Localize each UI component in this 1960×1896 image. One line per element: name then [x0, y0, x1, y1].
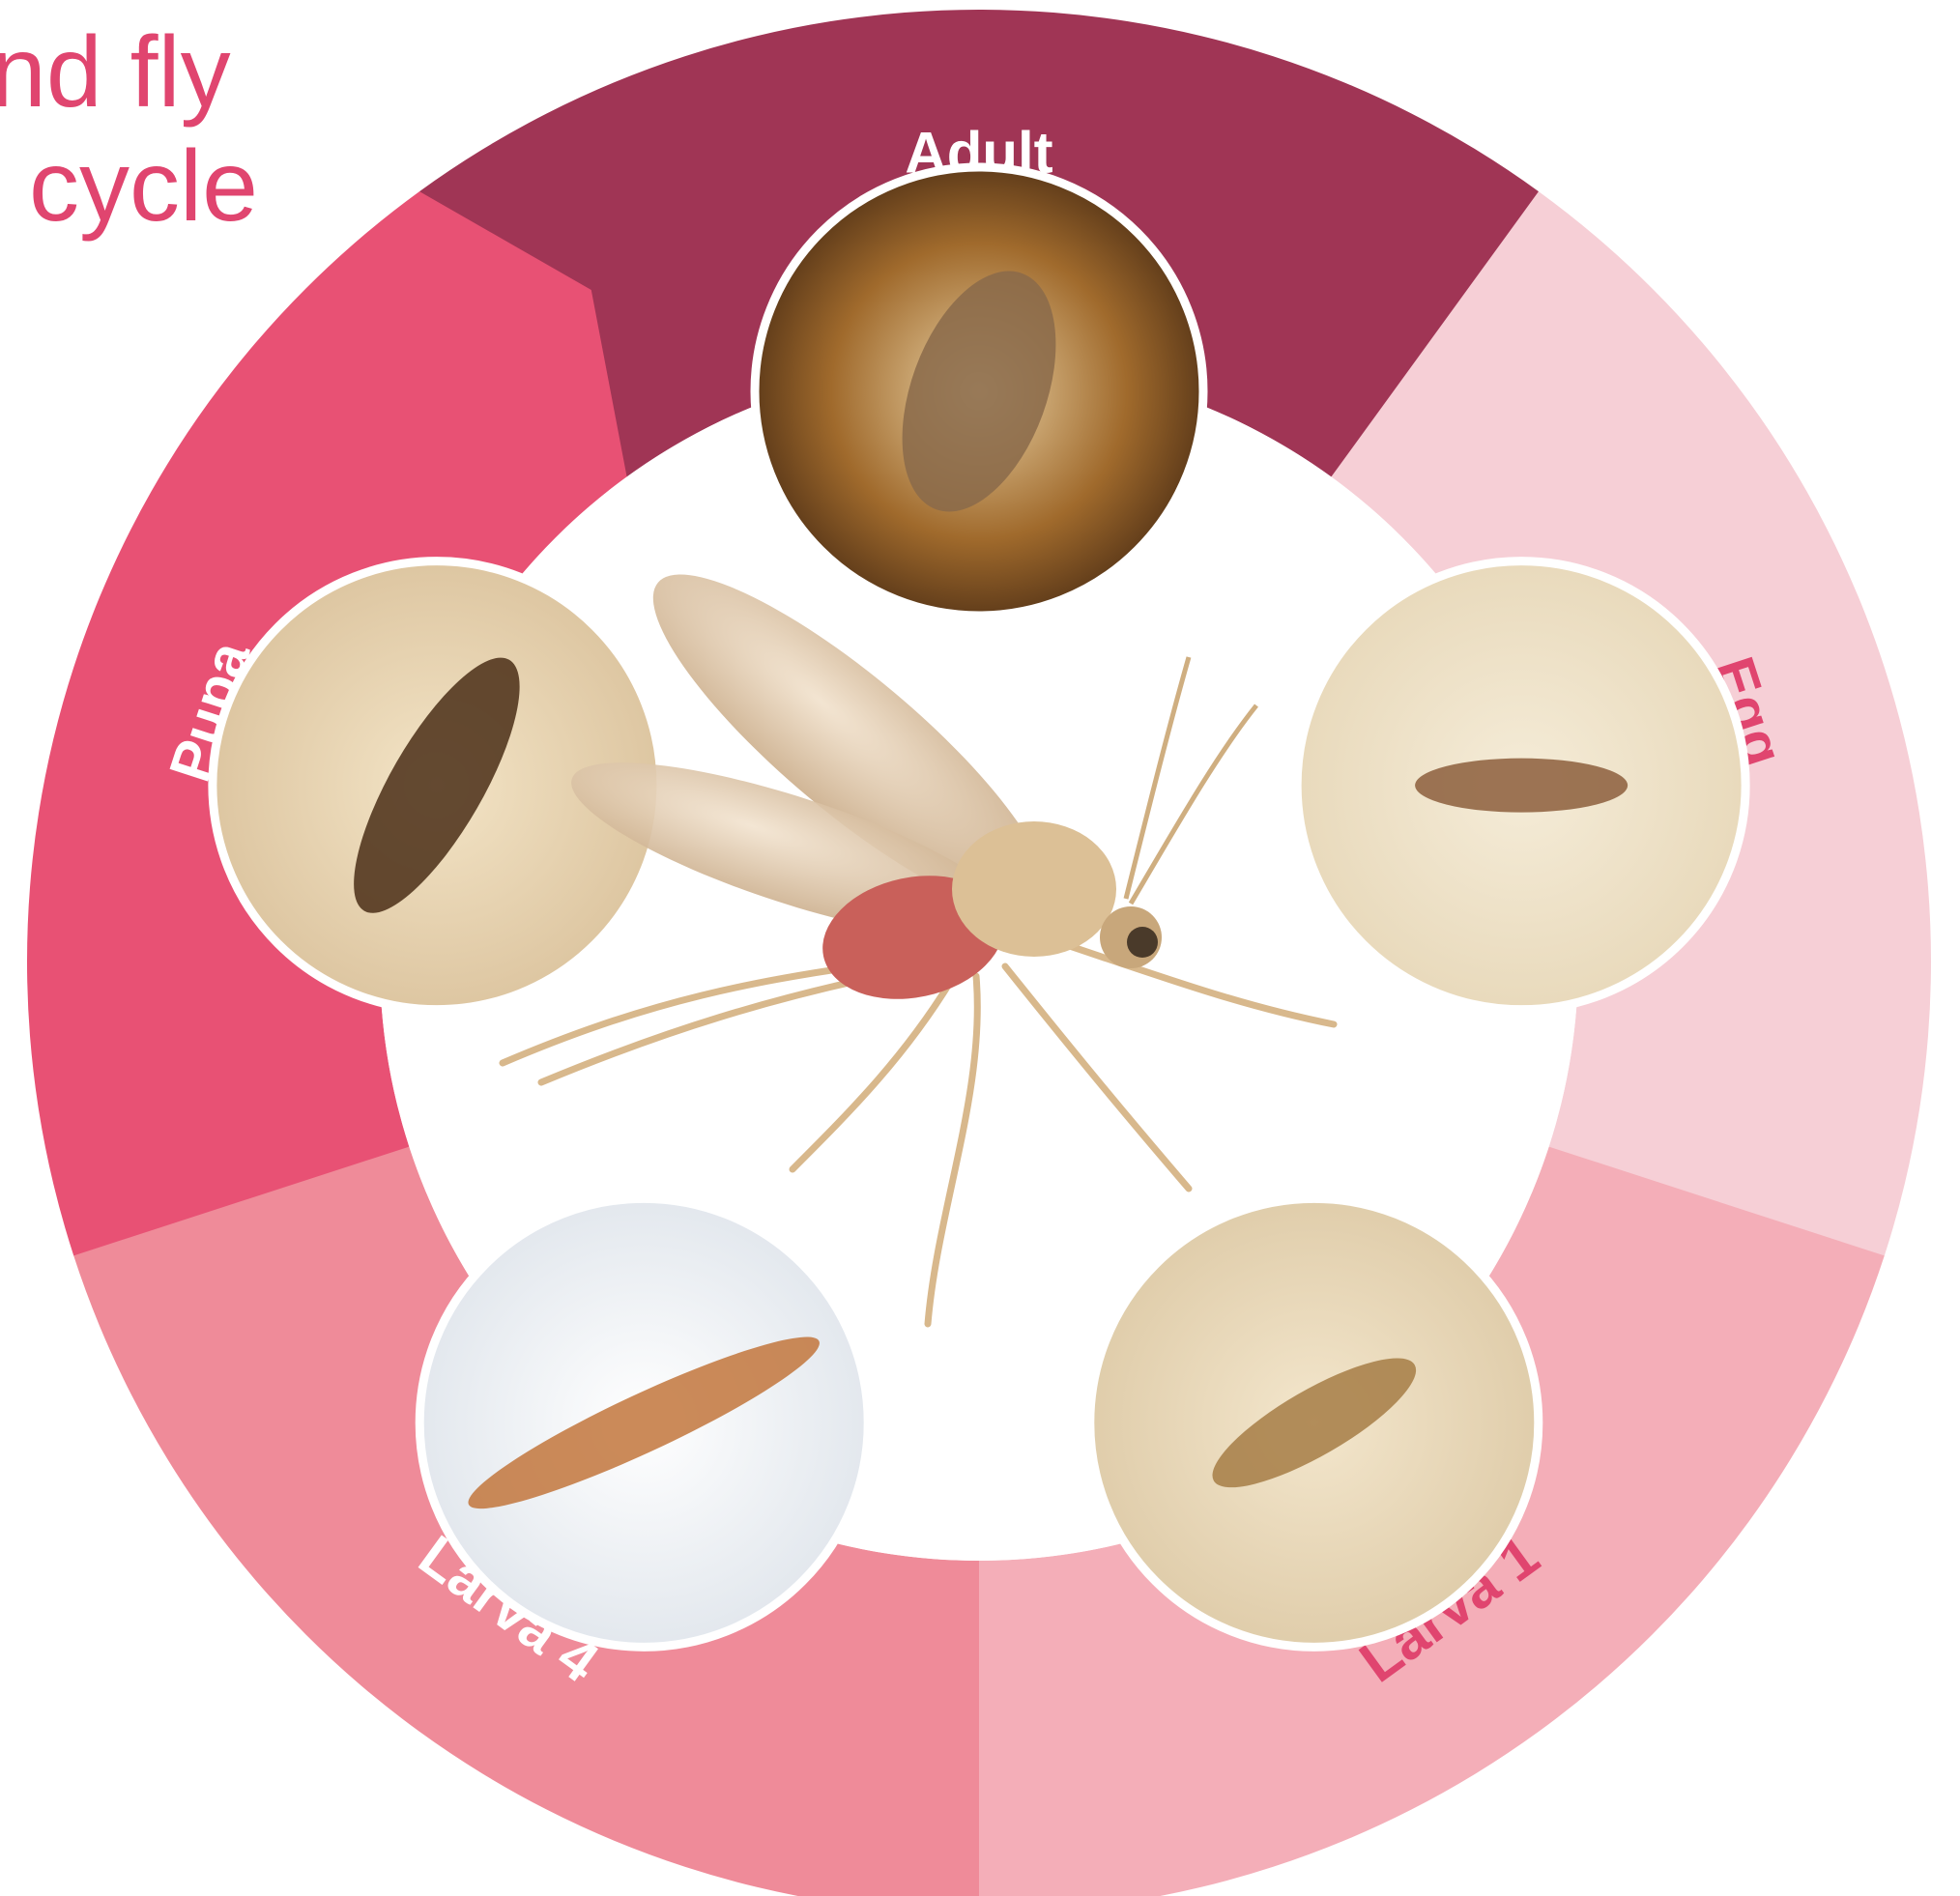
stage-photo-adult [755, 167, 1203, 616]
title-line-2: cycle [29, 130, 258, 243]
stage-photo-larva1 [1090, 1198, 1539, 1647]
diagram-title: nd fly cycle [0, 16, 258, 243]
stage-photo-egg [1297, 561, 1745, 1010]
title-line-1: nd fly [0, 16, 231, 129]
specimen-egg [1415, 759, 1628, 813]
stage-photo-larva4 [419, 1198, 868, 1647]
